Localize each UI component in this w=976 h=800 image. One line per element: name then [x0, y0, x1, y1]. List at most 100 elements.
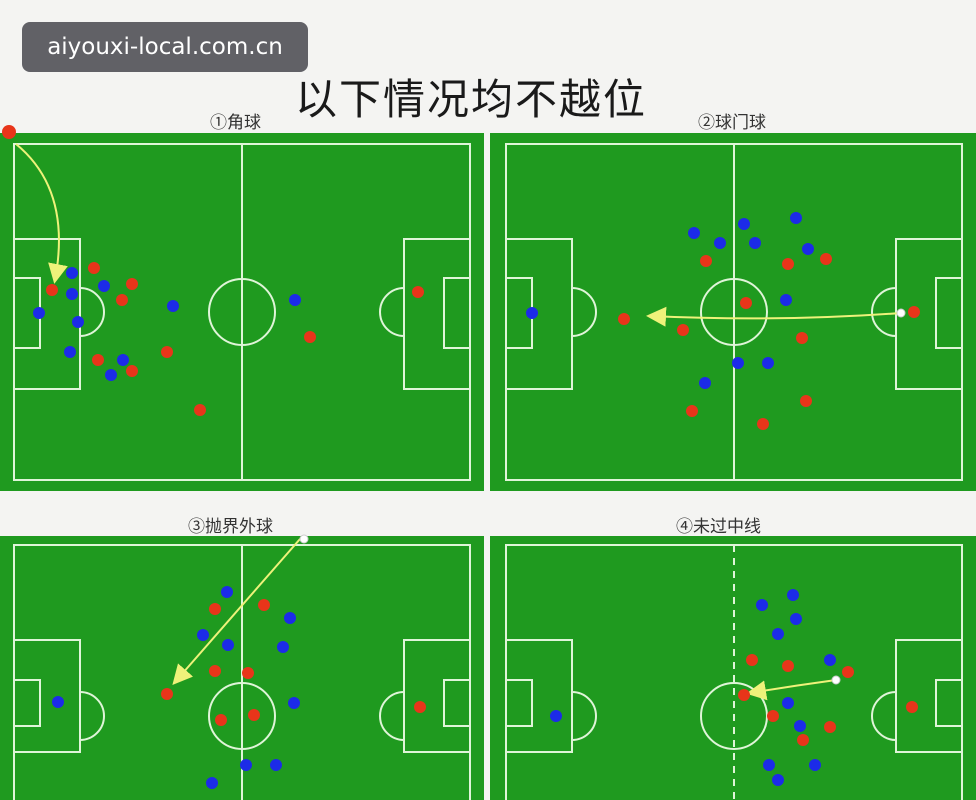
red-player [618, 313, 630, 325]
blue-player [66, 267, 78, 279]
blue-player [732, 357, 744, 369]
center-circle [208, 682, 276, 750]
red-player [412, 286, 424, 298]
panel-title-goal-kick: ②球门球 [698, 113, 766, 133]
blue-player [763, 759, 775, 771]
penalty-box-left [505, 639, 573, 753]
page-title: 以下情况均不越位 [295, 75, 648, 124]
blue-player [782, 697, 794, 709]
blue-player [72, 316, 84, 328]
blue-player [98, 280, 110, 292]
pass-arrow [646, 306, 902, 327]
penalty-arc-left [79, 691, 105, 741]
blue-player [688, 227, 700, 239]
red-player [414, 701, 426, 713]
blue-player [550, 710, 562, 722]
blue-player [787, 589, 799, 601]
pass-arrow [172, 538, 301, 686]
red-player [92, 354, 104, 366]
blue-player [270, 759, 282, 771]
penalty-arc-right [871, 287, 897, 337]
blue-player [762, 357, 774, 369]
red-player [800, 395, 812, 407]
blue-player [749, 237, 761, 249]
goal-box-right [935, 679, 963, 727]
red-player [677, 324, 689, 336]
corner-kick-taker [2, 125, 16, 139]
red-player [116, 294, 128, 306]
penalty-arc-left [571, 287, 597, 337]
blue-player [738, 218, 750, 230]
goal-box-right [935, 277, 963, 349]
red-player [215, 714, 227, 726]
blue-player [117, 354, 129, 366]
red-player [757, 418, 769, 430]
red-player [824, 721, 836, 733]
blue-player [284, 612, 296, 624]
red-player [797, 734, 809, 746]
red-player [767, 710, 779, 722]
panel-title-throw-in: ③抛界外球 [188, 517, 273, 537]
blue-player [288, 697, 300, 709]
blue-player [699, 377, 711, 389]
panel-title-corner-kick: ①角球 [210, 113, 261, 133]
panel-title-not-past-halfway: ④未过中线 [676, 517, 761, 537]
goal-box-right [443, 679, 471, 727]
red-player [820, 253, 832, 265]
red-player [161, 688, 173, 700]
blue-player [772, 774, 784, 786]
ball [299, 534, 309, 544]
blue-player [772, 628, 784, 640]
blue-player [526, 307, 538, 319]
penalty-box-right [895, 238, 963, 390]
red-player [209, 603, 221, 615]
blue-player [52, 696, 64, 708]
blue-player [277, 641, 289, 653]
penalty-box-right [403, 639, 471, 753]
blue-player [824, 654, 836, 666]
red-player [304, 331, 316, 343]
red-player [209, 665, 221, 677]
pass-arrow [746, 679, 837, 701]
red-player [842, 666, 854, 678]
penalty-box-left [13, 639, 81, 753]
red-player [126, 278, 138, 290]
blue-player [105, 369, 117, 381]
red-player [686, 405, 698, 417]
ball [896, 308, 906, 318]
red-player [782, 258, 794, 270]
blue-player [64, 346, 76, 358]
blue-player [221, 586, 233, 598]
blue-player [167, 300, 179, 312]
blue-player [66, 288, 78, 300]
red-player [258, 599, 270, 611]
penalty-box-right [403, 238, 471, 390]
penalty-box-right [895, 639, 963, 753]
red-player [126, 365, 138, 377]
red-player [700, 255, 712, 267]
red-player [746, 654, 758, 666]
penalty-box-left [505, 238, 573, 390]
red-player [738, 689, 750, 701]
red-player [161, 346, 173, 358]
blue-player [240, 759, 252, 771]
center-circle [208, 278, 276, 346]
penalty-arc-right [379, 691, 405, 741]
blue-player [790, 212, 802, 224]
red-player [46, 284, 58, 296]
watermark: aiyouxi-local.com.cn [22, 22, 308, 72]
blue-player [33, 307, 45, 319]
blue-player [794, 720, 806, 732]
red-player [782, 660, 794, 672]
penalty-arc-left [79, 287, 105, 337]
penalty-arc-right [871, 691, 897, 741]
blue-player [809, 759, 821, 771]
blue-player [756, 599, 768, 611]
penalty-arc-left [571, 691, 597, 741]
red-player [88, 262, 100, 274]
blue-player [714, 237, 726, 249]
blue-player [197, 629, 209, 641]
red-player [906, 701, 918, 713]
blue-player [206, 777, 218, 789]
